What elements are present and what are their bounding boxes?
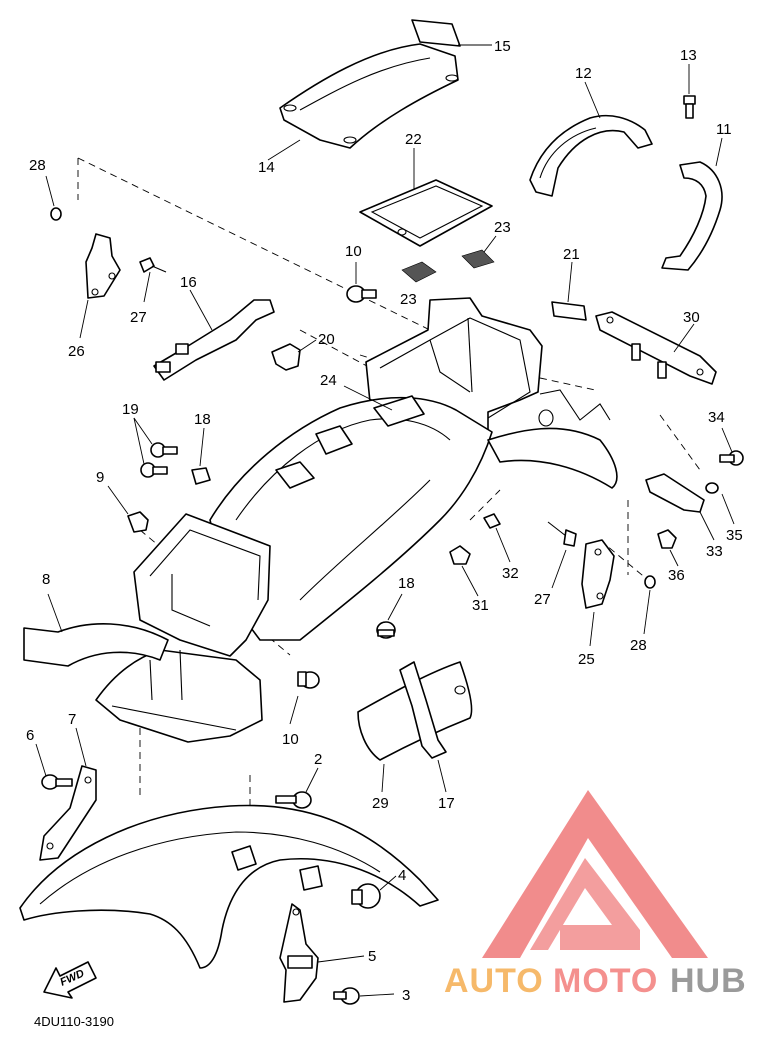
callout-34: 34 (708, 409, 725, 426)
part-15-label-tag (411, 19, 492, 47)
watermark-logo: AUTO MOTO HUB (444, 790, 747, 1000)
part-31-nut (449, 545, 479, 597)
part-8-mud-flap (23, 593, 169, 667)
part-26-bracket (79, 233, 121, 339)
callout-14: 14 (258, 159, 275, 176)
callout-24: 24 (320, 372, 337, 389)
part-22-tray-cover (359, 148, 493, 247)
diagram-code: 4DU110-3190 (34, 1014, 114, 1029)
forward-direction-arrow-icon: FWD (43, 961, 97, 999)
callout-5: 5 (368, 948, 376, 965)
callout-6: 6 (26, 727, 34, 744)
part-33-plate (645, 473, 715, 541)
callout-19: 19 (122, 401, 139, 418)
callout-18-lower: 18 (398, 575, 415, 592)
part-16-stay-bracket (153, 289, 275, 381)
callout-35: 35 (726, 527, 743, 544)
callout-36: 36 (668, 567, 685, 584)
main-rear-fender-assembly (95, 297, 618, 743)
callout-28-lower: 28 (630, 637, 647, 654)
callout-3: 3 (402, 987, 410, 1004)
callout-27-lower: 27 (534, 591, 551, 608)
callout-15: 15 (494, 38, 511, 55)
callout-2: 2 (314, 751, 322, 768)
front-fender (19, 804, 439, 969)
part-12-grab-rail (529, 81, 653, 197)
part-34-bolt (719, 427, 744, 466)
callout-28-upper: 28 (29, 157, 46, 174)
callout-11: 11 (716, 121, 732, 138)
callout-16: 16 (180, 274, 197, 291)
callout-31: 31 (472, 597, 489, 614)
part-3-bolt (333, 987, 395, 1005)
callout-13: 13 (680, 47, 697, 64)
callout-27-upper: 27 (130, 309, 147, 326)
callout-9: 9 (96, 469, 104, 486)
callout-10-upper: 10 (345, 243, 362, 260)
callout-30: 30 (683, 309, 700, 326)
part-18-grommet-upper (191, 427, 211, 485)
part-18-grommet-lower (376, 593, 403, 639)
part-32-washer (483, 513, 511, 563)
callout-23-left: 23 (400, 291, 417, 308)
callout-33: 33 (706, 543, 723, 560)
callout-7: 7 (68, 711, 76, 728)
callout-21: 21 (563, 246, 580, 263)
part-28-nut-lower (643, 575, 656, 635)
watermark-text-hub: HUB (670, 962, 747, 1000)
watermark-triangle-icon (482, 790, 708, 958)
part-27-screw-lower (547, 521, 577, 589)
callout-12: 12 (575, 65, 592, 82)
part-17-strap (399, 661, 447, 793)
part-11-grab-rail-right (661, 137, 723, 271)
watermark-text-auto: AUTO (444, 962, 544, 1000)
part-36-nut (657, 529, 679, 567)
callout-4: 4 (398, 867, 406, 884)
watermark-text-moto: MOTO (553, 962, 658, 1000)
callout-18-upper: 18 (194, 411, 211, 428)
callout-17: 17 (438, 795, 455, 812)
part-25-bracket (581, 539, 615, 647)
part-21-reflector (551, 261, 587, 321)
part-10-bolt-upper (346, 262, 377, 303)
callout-29: 29 (372, 795, 389, 812)
callout-22: 22 (405, 131, 422, 148)
part-19-bolts (133, 417, 178, 478)
callout-26: 26 (68, 343, 85, 360)
part-2-bolt (275, 767, 319, 809)
part-30-plate-bracket (595, 311, 717, 385)
callout-8: 8 (42, 571, 50, 588)
callout-23-right: 23 (494, 219, 511, 236)
part-9-nut (107, 485, 149, 533)
part-23-pad-left (401, 261, 437, 283)
callout-20: 20 (318, 331, 335, 348)
part-20-clip (271, 339, 317, 371)
part-13-bolt (683, 64, 696, 119)
part-7-stay (39, 727, 97, 861)
callout-25: 25 (578, 651, 595, 668)
part-10-bolt-lower (289, 671, 320, 725)
part-27-screw-upper (139, 257, 167, 303)
part-35-washer (705, 482, 735, 525)
part-6-bolt (35, 743, 73, 790)
part-14-cover-plate (267, 43, 459, 161)
part-5-bracket (279, 903, 365, 1003)
callout-32: 32 (502, 565, 519, 582)
part-4-plug (351, 875, 397, 909)
part-24-pointer (343, 385, 393, 411)
callout-10-lower: 10 (282, 731, 299, 748)
part-23-pad-right (461, 235, 497, 269)
callout-labels: 15 14 12 13 11 22 23 23 21 30 28 26 27 1… (26, 38, 743, 1004)
part-28-nut-upper (45, 175, 62, 221)
